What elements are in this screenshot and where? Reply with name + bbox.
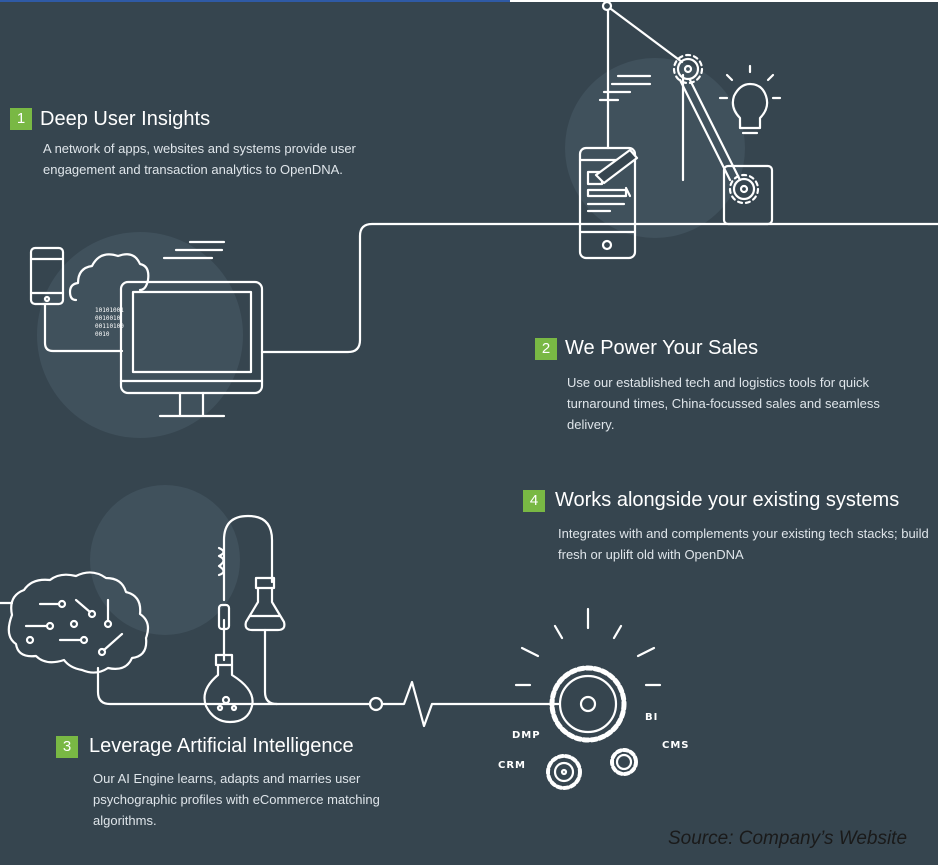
lightbulb-icon [718,64,782,135]
step-title: We Power Your Sales [565,337,759,359]
gear-label-cms: CMS [662,740,690,751]
connector-top [260,222,938,354]
step-title: Deep User Insights [40,108,211,130]
backdrop-circle-1 [37,232,243,438]
backdrop-circle-2 [565,58,745,238]
flask-icon [203,514,286,724]
binary-line: 00110100 [95,323,124,330]
step-description: A network of apps, websites and systems … [43,141,356,177]
step-number-badge: 3 [56,736,78,758]
cloud-icon [68,253,150,302]
binary-line: 0010010 [95,315,121,322]
gear-label-bi: BI [645,712,659,723]
top-edge-line [0,0,510,2]
brain-icon [0,571,376,706]
step-number-badge: 4 [523,490,545,512]
step-title: Works alongside your existing systems [555,489,900,511]
phone-icon [29,246,124,353]
gear-icon [672,53,760,205]
backdrop-circle-3 [90,485,240,635]
binary-line: 0010 [95,331,110,338]
gear-label-dmp: DMP [512,730,541,741]
binary-block: 10101001 0010010 00110100 0010 [95,307,124,339]
step-title: Leverage Artificial Intelligence [89,735,354,757]
step-number-badge: 2 [535,338,557,360]
step-number-badge: 1 [10,108,32,130]
step-description: Use our established tech and logistics t… [567,375,880,432]
source-caption: Source: Company’s Website [668,828,908,849]
step-description: Our AI Engine learns, adapts and marries… [93,771,380,828]
crane-arm-icon [598,0,774,226]
sun-gear-icon [514,607,662,790]
step-description: Integrates with and complements your exi… [558,526,929,562]
binary-line: 10101001 [95,307,124,314]
monitor-icon [119,280,264,418]
gear-label-crm: CRM [498,760,526,771]
pulse-icon [368,680,562,728]
